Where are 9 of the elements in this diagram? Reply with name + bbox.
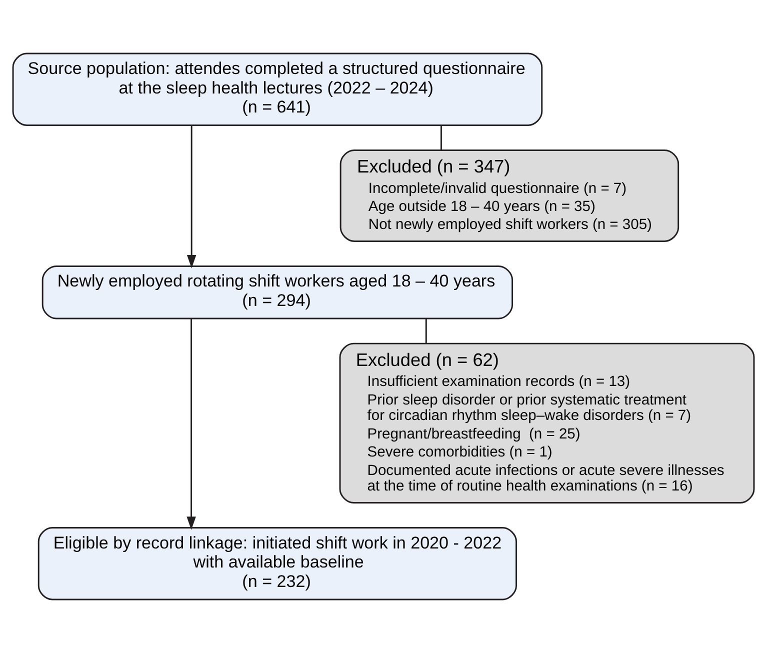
node-box: Newly employed rotating shift workers aged 18 – 40 years (n = 294) [42, 265, 514, 320]
arrow [186, 318, 196, 530]
arrow [186, 125, 196, 268]
node-box: Excluded (n = 62) Insufficient examination records (n = 13) Prior sleep disorder or prior systematic treatment for circadian rhythm sleep–wake disorders (n = 7) Pregnant/breastfeeding (n = 25) Severe comorbidities (n = 1) Documented acute infections or acute severe illnesses at the time of routine health examinations (n = 16) [339, 342, 755, 504]
connector [425, 318, 427, 344]
node-box: Source population: attendes completed a structured questionnaire at the sleep health lectures (2022 – 2024) (n = 641) [12, 52, 543, 126]
node-box: Eligible by record linkage: initiated shift work in 2020 - 2022 with available baseline (n = 232) [38, 527, 518, 600]
node-box: Excluded (n = 347) Incomplete/invalid questionnaire (n = 7) Age outside 18 – 40 years (n = 35) Not newly employed shift workers (n = 305) [340, 149, 680, 242]
connector [440, 125, 442, 150]
